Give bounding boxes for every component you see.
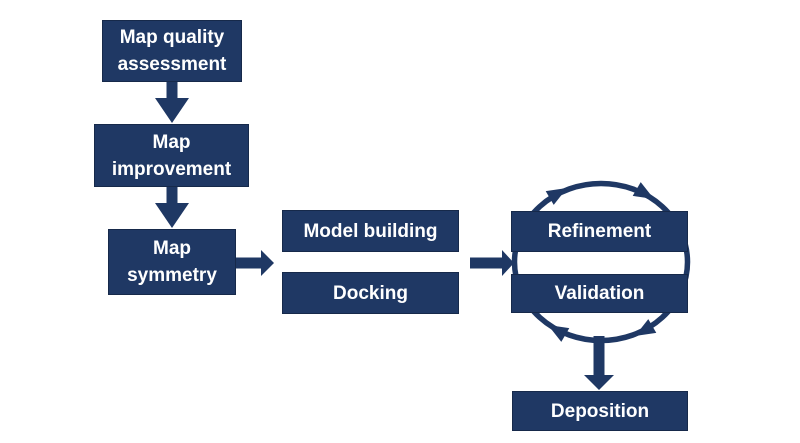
node-map-improvement: Map improvement	[94, 124, 249, 187]
node-label: Model building	[303, 220, 438, 242]
node-docking: Docking	[282, 272, 459, 314]
node-deposition: Deposition	[512, 391, 688, 431]
node-model-building: Model building	[282, 210, 459, 252]
node-label: Docking	[333, 282, 408, 304]
node-label: Validation	[554, 283, 645, 304]
down-arrow-icon	[584, 336, 614, 390]
node-validation: Validation	[511, 274, 688, 313]
node-label: Deposition	[550, 400, 650, 422]
cycle-arrowhead-icon	[632, 182, 655, 199]
node-label-line: symmetry	[127, 265, 217, 286]
cycle-arrowhead-icon	[634, 319, 657, 336]
cycle-arrowhead-icon	[545, 188, 568, 205]
right-arrow-icon	[470, 250, 514, 276]
node-label-line: Map	[152, 131, 191, 153]
node-label-line: Map quality	[119, 27, 225, 48]
node-label-line: improvement	[111, 158, 232, 180]
down-arrow-icon	[155, 185, 189, 228]
node-map-quality-assessment: Map quality assessment	[102, 20, 242, 82]
down-arrow-icon	[155, 80, 189, 123]
right-arrow-icon	[234, 250, 274, 276]
node-label: Refinement	[547, 221, 652, 242]
clockwise-cycle-icon	[511, 180, 691, 344]
cycle-arrowhead-icon	[547, 325, 570, 342]
node-label-line: assessment	[117, 54, 227, 75]
node-map-symmetry: Map symmetry	[108, 229, 236, 295]
node-refinement: Refinement	[511, 211, 688, 252]
node-label-line: Map	[153, 238, 191, 259]
